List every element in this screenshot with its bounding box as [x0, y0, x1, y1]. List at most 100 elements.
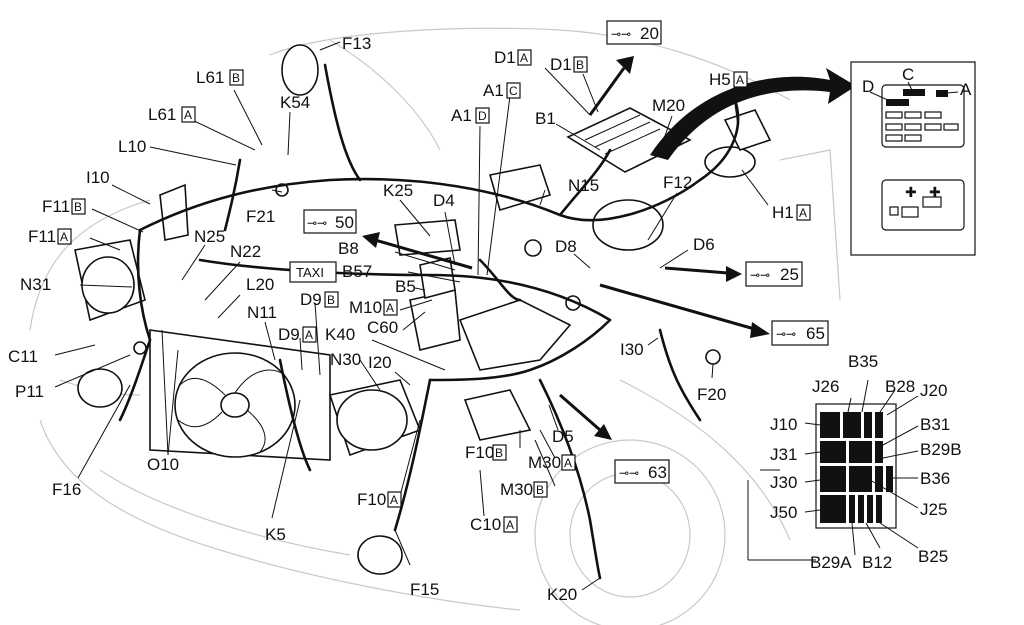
label-text: C10: [470, 515, 501, 534]
variant-badge: [324, 291, 339, 308]
label-text: D1: [550, 55, 572, 74]
inset-label-d: D: [862, 77, 874, 96]
label-text: B29B: [920, 440, 962, 459]
variant-badge: [733, 71, 748, 88]
variant-badge: [533, 481, 548, 498]
label-text: O10: [147, 455, 179, 474]
label-text: K40: [325, 325, 355, 344]
label-text: A: [736, 73, 744, 87]
label-text: B: [327, 293, 335, 307]
connector-icon: ⊸⊸: [611, 27, 631, 41]
label-b5: B5: [395, 277, 416, 296]
variant-badge: [492, 444, 507, 461]
label-text: A1: [483, 81, 504, 100]
variant-badge: [57, 228, 72, 245]
label-f15: F15: [410, 580, 439, 599]
label-i20: I20: [368, 353, 392, 372]
label-text: A: [390, 493, 398, 507]
label-n25: N25: [194, 227, 225, 246]
label-text: H5: [709, 70, 731, 89]
label-d4: D4: [433, 191, 455, 210]
label-text: A: [386, 301, 394, 315]
label-f16: F16: [52, 480, 81, 499]
variant-badge: [387, 491, 402, 508]
variant-badge: [503, 516, 518, 533]
label-f21: F21: [246, 207, 275, 226]
label-text: I10: [86, 168, 110, 187]
label-text: J25: [920, 500, 947, 519]
label-h5a: H5 A: [709, 70, 748, 89]
variant-badge: [796, 204, 811, 221]
label-text: F10: [465, 443, 494, 462]
label-k20: K20: [547, 585, 577, 604]
inset-plus-icon-2: ✚: [929, 184, 941, 200]
label-text: F12: [663, 173, 692, 192]
label-text: F21: [246, 207, 275, 226]
label-text: F13: [342, 34, 371, 53]
label-text: F16: [52, 480, 81, 499]
components-misc: [133, 109, 772, 441]
label-text: C: [509, 84, 518, 98]
label-text: A: [520, 51, 528, 65]
label-text: D4: [433, 191, 455, 210]
label-a1c: A1 C: [483, 81, 521, 100]
radiator-fan: [149, 329, 331, 461]
connector-icon: ⊸⊸: [307, 216, 327, 230]
label-text: B: [576, 58, 584, 72]
variant-badge: [475, 107, 490, 124]
label-text: D8: [555, 237, 577, 256]
connector-icon: ⊸⊸: [750, 268, 770, 282]
label-j50: J50: [770, 503, 797, 522]
label-n31: N31: [20, 275, 51, 294]
label-text: J26: [812, 377, 839, 396]
label-b31: B31: [920, 415, 950, 434]
label-n15: N15: [568, 176, 599, 195]
label-text: B28: [885, 377, 915, 396]
label-text: A: [305, 328, 313, 342]
label-b12: B12: [862, 553, 892, 572]
label-text: I30: [620, 340, 644, 359]
connector-icon: ⊸⊸: [619, 466, 639, 480]
svg-text:65: 65: [806, 324, 825, 343]
label-text: K20: [547, 585, 577, 604]
label-j31: J31: [770, 445, 797, 464]
label-p11: P11: [15, 382, 44, 401]
label-b29b: B29B: [920, 440, 962, 459]
label-text: L61: [148, 105, 176, 124]
label-text: A: [184, 108, 192, 122]
inset-fusebox: ✚ ✚ D C A: [850, 61, 976, 256]
label-text: B: [74, 200, 82, 214]
variant-badge: [302, 326, 317, 343]
label-i30: I30: [620, 340, 644, 359]
label-text: J50: [770, 503, 797, 522]
label-text: B8: [338, 239, 359, 258]
label-text: L61: [196, 68, 224, 87]
taxi-tag: TAXI: [289, 261, 337, 283]
label-d8: D8: [555, 237, 577, 256]
label-text: B12: [862, 553, 892, 572]
horn-f13: [281, 44, 319, 96]
label-l20: L20: [246, 275, 274, 294]
label-text: B25: [918, 547, 948, 566]
label-d1b: D1 B: [550, 55, 588, 74]
fog-lamp-right: [357, 535, 403, 575]
label-text: B: [495, 446, 503, 460]
label-o10: O10: [147, 455, 179, 474]
label-n30: N30: [330, 350, 361, 369]
leader-lines: [54, 41, 919, 591]
label-text: A: [506, 518, 514, 532]
label-text: K5: [265, 525, 286, 544]
label-text: F11: [42, 197, 70, 216]
label-text: H1: [772, 203, 794, 222]
label-text: A: [799, 206, 807, 220]
label-text: B57: [342, 262, 372, 281]
label-text: N15: [568, 176, 599, 195]
fog-lamp-left: [77, 368, 123, 408]
label-m20: M20: [652, 96, 685, 115]
